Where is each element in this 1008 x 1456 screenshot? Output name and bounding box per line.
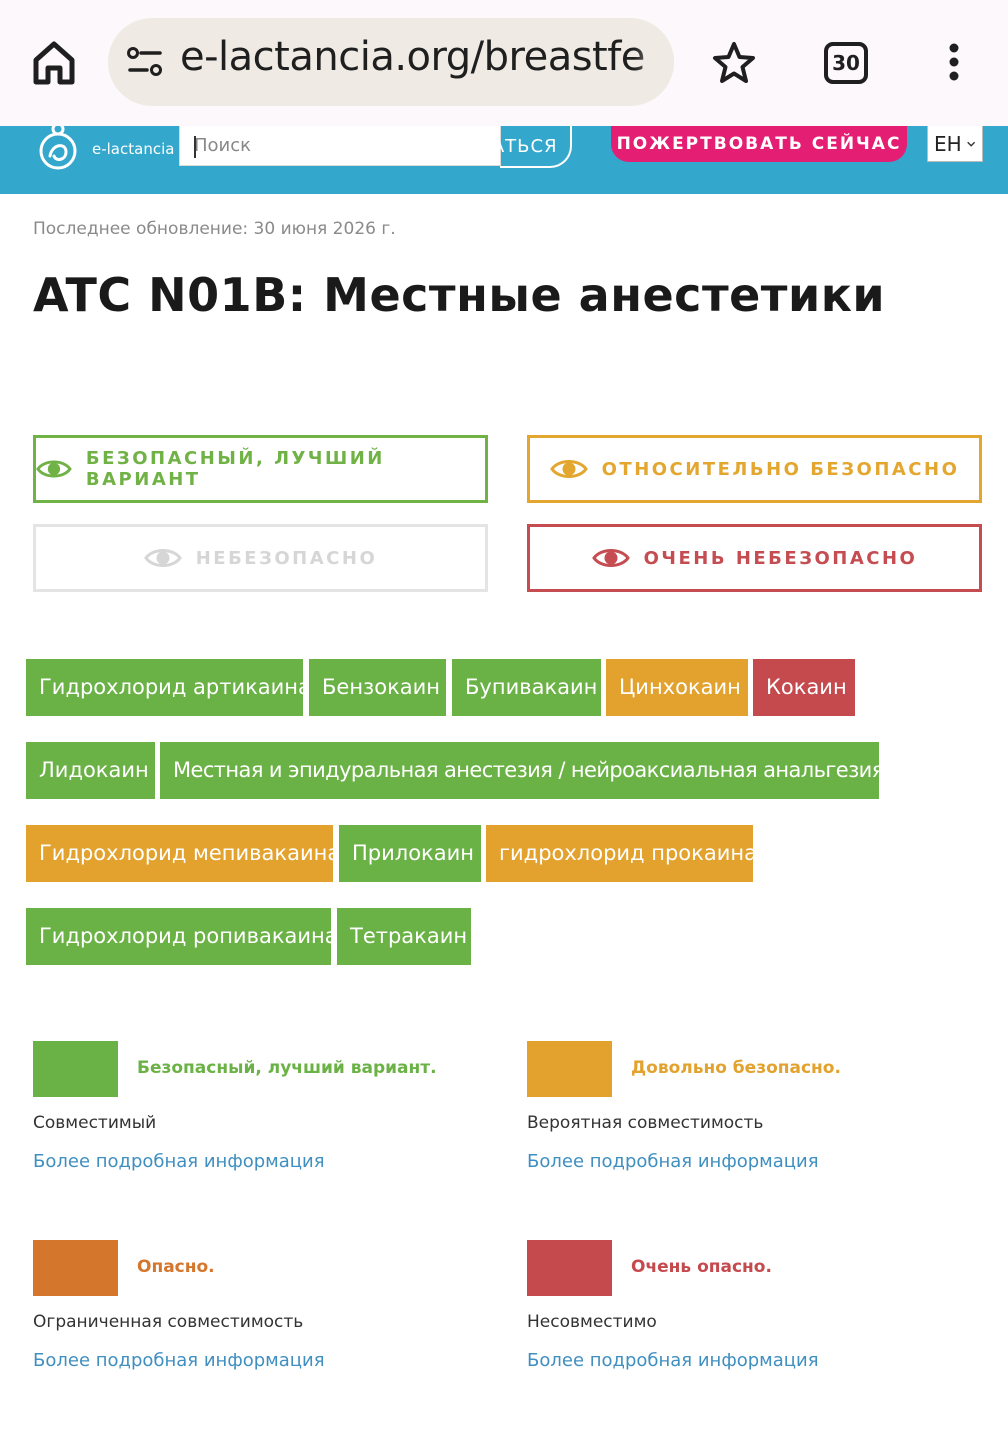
drug-tag-lidocaine[interactable]: Лидокаин xyxy=(26,742,155,799)
drug-tag-articaine[interactable]: Гидрохлорид артикаина xyxy=(26,659,311,716)
url-text[interactable]: e-lactancia.org/breastfe xyxy=(180,34,645,80)
drug-tag-mepivacaine[interactable]: Гидрохлорид мепивакаина xyxy=(26,825,340,882)
url-fade xyxy=(634,18,674,106)
filter-relatively-safe-button[interactable]: ОТНОСИТЕЛЬНО БЕЗОПАСНО xyxy=(527,435,982,503)
search-input[interactable] xyxy=(179,126,501,166)
language-label: EH xyxy=(934,131,962,156)
drug-tag-cocaine[interactable]: Кокаин xyxy=(753,659,855,716)
drug-tag-prilocaine[interactable]: Прилокаин xyxy=(339,825,481,882)
filter-very-unsafe-label: ОЧЕНЬ НЕБЕЗОПАСНО xyxy=(643,547,918,569)
legend-desc-safe: Совместимый xyxy=(33,1113,157,1133)
legend-link-dangerous[interactable]: Более подробная информация xyxy=(33,1350,325,1371)
drug-tag-benzocaine[interactable]: Бензокаин xyxy=(309,659,446,716)
legend-title-dangerous: Опасно. xyxy=(137,1257,215,1277)
site-header: e-lactancia ИСКАТЬСЯ ПОЖЕРТВОВАТЬ СЕЙЧАС… xyxy=(0,122,1008,194)
legend-link-safe[interactable]: Более подробная информация xyxy=(33,1151,325,1172)
last-updated: Последнее обновление: 30 июня 2026 г. xyxy=(33,219,396,239)
legend-swatch-very-dangerous xyxy=(527,1240,612,1296)
eye-icon xyxy=(143,549,182,567)
search-button[interactable]: ИСКАТЬСЯ xyxy=(500,126,572,168)
address-bar[interactable]: e-lactancia.org/breastfe xyxy=(108,18,674,106)
eye-icon xyxy=(549,460,588,478)
page-title: ATC N01B: Местные анестетики xyxy=(33,268,886,322)
legend-desc-fairly-safe: Вероятная совместимость xyxy=(527,1113,764,1133)
bookmark-star-icon[interactable] xyxy=(710,40,758,86)
drug-tag-local-epidural[interactable]: Местная и эпидуральная анестезия / нейро… xyxy=(160,742,884,799)
legend-swatch-fairly-safe xyxy=(527,1041,612,1097)
legend-title-very-dangerous: Очень опасно. xyxy=(631,1257,772,1277)
more-menu-icon[interactable] xyxy=(940,42,968,84)
eye-icon xyxy=(591,549,630,567)
site-settings-icon[interactable] xyxy=(126,44,164,80)
filter-relatively-safe-label: ОТНОСИТЕЛЬНО БЕЗОПАСНО xyxy=(601,458,960,480)
eye-icon xyxy=(36,460,72,478)
language-select[interactable]: EH xyxy=(927,126,983,162)
browser-toolbar: e-lactancia.org/breastfe 30 xyxy=(0,0,1008,126)
legend-desc-dangerous: Ограниченная совместимость xyxy=(33,1312,304,1332)
donate-button[interactable]: ПОЖЕРТВОВАТЬ СЕЙЧАС xyxy=(611,126,907,162)
drug-tag-bupivacaine[interactable]: Бупивакаин xyxy=(452,659,601,716)
filter-unsafe-label: НЕБЕЗОПАСНО xyxy=(195,547,378,569)
e-lactancia-logo-icon[interactable] xyxy=(36,122,80,176)
drug-tag-procaine[interactable]: гидрохлорид прокаина xyxy=(486,825,757,882)
legend-desc-very-dangerous: Несовместимо xyxy=(527,1312,657,1332)
filter-unsafe-button[interactable]: НЕБЕЗОПАСНО xyxy=(33,524,488,592)
home-icon[interactable] xyxy=(30,38,78,88)
legend-link-fairly-safe[interactable]: Более подробная информация xyxy=(527,1151,819,1172)
filter-safe-label: БЕЗОПАСНЫЙ, ЛУЧШИЙ ВАРИАНТ xyxy=(85,448,385,490)
legend-title-fairly-safe: Довольно безопасно. xyxy=(631,1058,841,1078)
legend-link-very-dangerous[interactable]: Более подробная информация xyxy=(527,1350,819,1371)
drug-tag-cinchocaine[interactable]: Цинхокаин xyxy=(606,659,748,716)
filter-very-unsafe-button[interactable]: ОЧЕНЬ НЕБЕЗОПАСНО xyxy=(527,524,982,592)
text-caret xyxy=(194,136,196,158)
drug-tag-tetracaine[interactable]: Тетракаин xyxy=(337,908,471,965)
chevron-down-icon xyxy=(966,141,975,147)
logo-text[interactable]: e-lactancia xyxy=(92,140,175,158)
drug-tag-ropivacaine[interactable]: Гидрохлорид ропивакаина xyxy=(26,908,338,965)
legend-swatch-safe xyxy=(33,1041,118,1097)
search-button-label: ИСКАТЬСЯ xyxy=(500,136,558,157)
legend-title-safe: Безопасный, лучший вариант. xyxy=(137,1058,437,1078)
filter-safe-button[interactable]: БЕЗОПАСНЫЙ, ЛУЧШИЙ ВАРИАНТ xyxy=(33,435,488,503)
legend-swatch-dangerous xyxy=(33,1240,118,1296)
tab-switcher-button[interactable]: 30 xyxy=(824,42,868,84)
